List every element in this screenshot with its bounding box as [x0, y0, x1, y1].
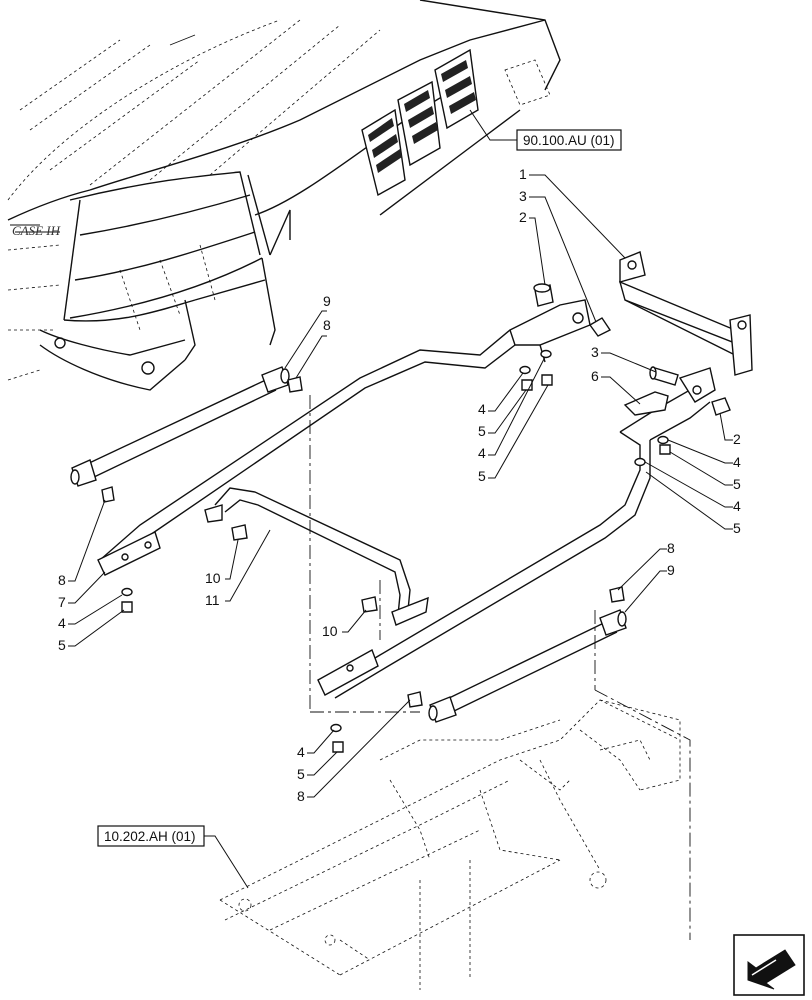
- svg-text:CASE IH: CASE IH: [12, 223, 61, 238]
- callout-9-left: 9: [323, 293, 331, 309]
- tractor-hood: CASE IH: [7, 0, 561, 391]
- callout-9-right: 9: [667, 562, 675, 578]
- callout-1: 1: [519, 166, 527, 182]
- callout-3-right: 3: [591, 344, 599, 360]
- hood-vent-grille: [361, 48, 479, 197]
- support-rod-right: [428, 609, 627, 723]
- mounting-bar: [618, 251, 753, 376]
- callout-4-bottom: 4: [297, 744, 305, 760]
- callout-8-bottom: 8: [297, 788, 305, 804]
- back-arrow-icon[interactable]: [733, 934, 805, 996]
- callout-10-mid: 10: [322, 623, 338, 639]
- callout-8-right: 8: [667, 540, 675, 556]
- hardware: [101, 283, 731, 753]
- callout-6: 6: [591, 368, 599, 384]
- cross-brace: [204, 487, 429, 626]
- callout-7: 7: [58, 594, 66, 610]
- callout-5-bottom: 5: [297, 766, 305, 782]
- callout-8-left-top: 8: [323, 317, 331, 333]
- support-frame: [97, 299, 716, 699]
- callout-5-left: 5: [58, 637, 66, 653]
- callout-4-right-1: 4: [733, 454, 741, 470]
- reference-frame-label: 10.202.AH (01): [104, 829, 196, 844]
- callout-8-left-lower: 8: [58, 572, 66, 588]
- chassis-frame: [219, 699, 681, 990]
- callout-5-mid-2: 5: [478, 468, 486, 484]
- callout-10-left: 10: [205, 570, 221, 586]
- callout-5-mid-1: 5: [478, 423, 486, 439]
- callout-5-right-2: 5: [733, 520, 741, 536]
- callout-2-top: 2: [519, 209, 527, 225]
- callout-2-right: 2: [733, 431, 741, 447]
- callout-11: 11: [205, 592, 220, 608]
- callout-4-right-2: 4: [733, 498, 741, 514]
- callout-4-left: 4: [58, 615, 66, 631]
- callouts: 1 3 2 9 8 3 6 4 5 4 5 2 4 5 4: [58, 166, 741, 804]
- support-rod-left: [70, 366, 290, 487]
- callout-4-mid-1: 4: [478, 401, 486, 417]
- callout-3-top: 3: [519, 188, 527, 204]
- reference-frame[interactable]: 10.202.AH (01): [97, 825, 249, 889]
- center-lines: [309, 395, 691, 940]
- callout-5-right-1: 5: [733, 476, 741, 492]
- reference-hood-label: 90.100.AU (01): [523, 133, 615, 148]
- callout-4-mid-2: 4: [478, 445, 486, 461]
- reference-hood[interactable]: 90.100.AU (01): [469, 109, 622, 151]
